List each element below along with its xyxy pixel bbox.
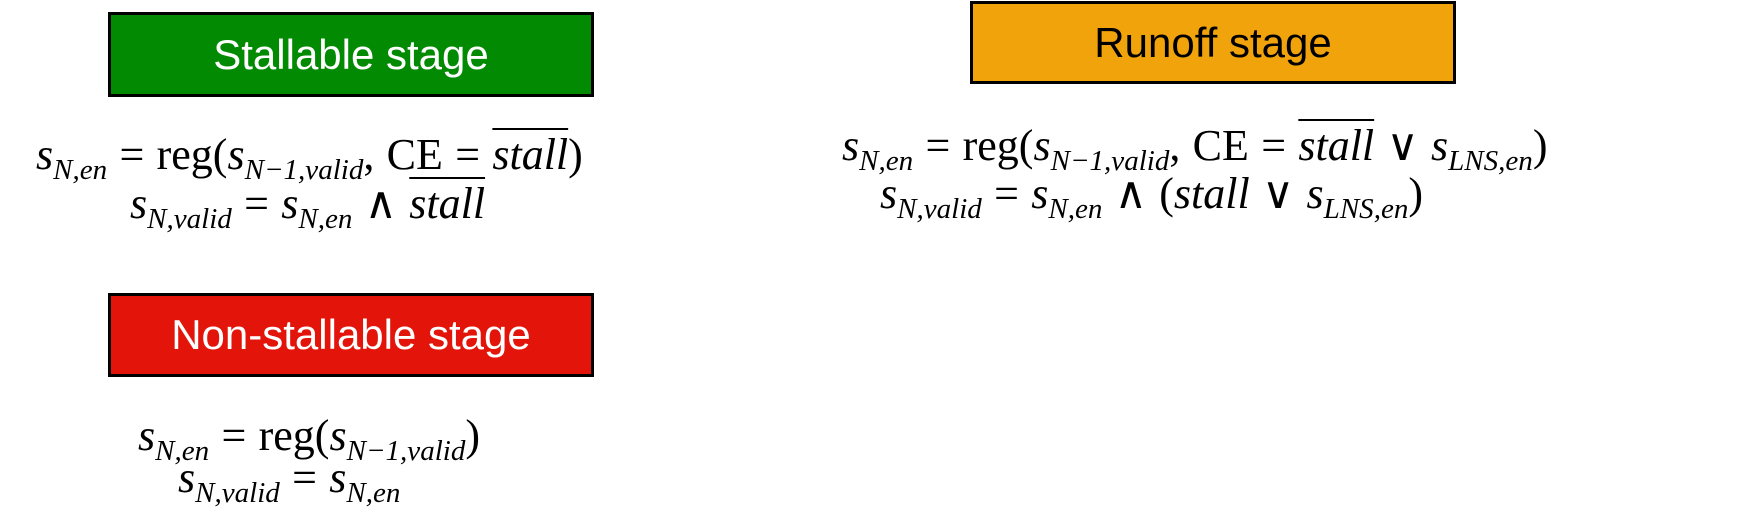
eq-equals: = bbox=[221, 411, 247, 460]
non-stallable-stage-label: Non-stallable stage bbox=[108, 293, 594, 377]
eq-paren-close: ) bbox=[1532, 121, 1548, 170]
eq-stall: stall bbox=[1173, 169, 1250, 218]
stallable-stage-label: Stallable stage bbox=[108, 12, 594, 97]
eq-equals: = bbox=[1261, 121, 1287, 170]
eq-ce: CE bbox=[1192, 121, 1249, 170]
nonstallable-enable-equation: sN,en=reg(sN−1,valid) bbox=[138, 411, 481, 466]
eq-var: s bbox=[842, 121, 860, 170]
eq-and: ∧ bbox=[1114, 169, 1147, 218]
stallable-enable-equation: sN,en=reg(sN−1,valid,CE=stall) bbox=[36, 130, 583, 185]
eq-subscript: N,valid bbox=[195, 477, 280, 510]
runoff-enable-equation: sN,en=reg(sN−1,valid,CE=stall∨sLNS,en) bbox=[842, 121, 1548, 176]
eq-paren-close: ) bbox=[1408, 169, 1424, 218]
eq-subscript: N,en bbox=[53, 154, 108, 187]
runoff-valid-equation: sN,valid=sN,en∧(stall∨sLNS,en) bbox=[880, 169, 1424, 224]
eq-var: s bbox=[329, 411, 347, 460]
runoff-stage-label: Runoff stage bbox=[970, 1, 1456, 84]
eq-function: reg( bbox=[258, 411, 330, 460]
eq-subscript: LNS,en bbox=[1323, 193, 1409, 226]
eq-subscript: N,en bbox=[859, 145, 914, 178]
eq-var: s bbox=[138, 411, 156, 460]
eq-function: reg( bbox=[156, 130, 228, 179]
eq-subscript: LNS,en bbox=[1448, 145, 1533, 178]
eq-subscript: N−1,valid bbox=[1050, 145, 1170, 178]
eq-var: s bbox=[1431, 121, 1449, 170]
eq-ce: CE bbox=[386, 130, 443, 179]
eq-var: s bbox=[329, 453, 347, 502]
eq-subscript: N,en bbox=[346, 477, 401, 510]
eq-var: s bbox=[880, 169, 898, 218]
nonstallable-valid-equation: sN,valid=sN,en bbox=[178, 453, 400, 508]
eq-stall-negated: stall bbox=[492, 130, 569, 179]
eq-equals: = bbox=[994, 169, 1019, 218]
eq-paren-open: ( bbox=[1159, 169, 1174, 218]
eq-var: s bbox=[178, 453, 196, 502]
eq-var: s bbox=[227, 130, 245, 179]
eq-var: s bbox=[130, 179, 148, 228]
eq-function: reg( bbox=[962, 121, 1034, 170]
eq-and: ∧ bbox=[364, 179, 397, 228]
eq-or: ∨ bbox=[1386, 121, 1419, 170]
eq-subscript: N,en bbox=[1048, 193, 1103, 226]
eq-equals: = bbox=[244, 179, 269, 228]
eq-subscript: N,en bbox=[155, 435, 210, 468]
eq-subscript: N−1,valid bbox=[244, 154, 364, 187]
eq-var: s bbox=[1031, 169, 1049, 218]
eq-var: s bbox=[36, 130, 54, 179]
eq-var: s bbox=[281, 179, 299, 228]
eq-subscript: N−1,valid bbox=[346, 435, 466, 468]
eq-var: s bbox=[1033, 121, 1051, 170]
stallable-valid-equation: sN,valid=sN,en∧stall bbox=[130, 179, 486, 234]
eq-var: s bbox=[1306, 169, 1324, 218]
eq-stall-negated: stall bbox=[409, 179, 486, 228]
eq-equals: = bbox=[292, 453, 317, 502]
eq-paren-close: ) bbox=[465, 411, 481, 460]
eq-subscript: N,en bbox=[298, 203, 353, 236]
eq-or: ∨ bbox=[1262, 169, 1295, 218]
eq-comma: , bbox=[1169, 121, 1181, 170]
eq-equals: = bbox=[455, 130, 481, 179]
eq-paren-close: ) bbox=[568, 130, 583, 179]
eq-subscript: N,valid bbox=[147, 203, 232, 236]
eq-comma: , bbox=[363, 130, 375, 179]
eq-equals: = bbox=[119, 130, 145, 179]
eq-subscript: N,valid bbox=[897, 193, 982, 226]
eq-equals: = bbox=[925, 121, 951, 170]
eq-stall-negated: stall bbox=[1298, 121, 1375, 170]
